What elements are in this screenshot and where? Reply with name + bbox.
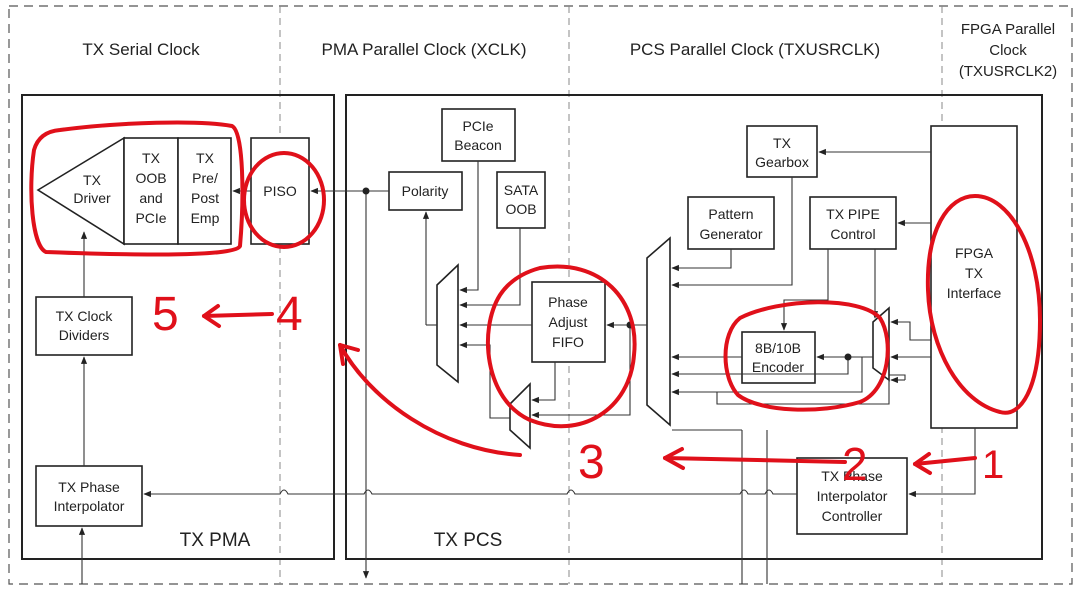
tx-oob-pcie-block	[123, 137, 179, 245]
fpga-tx-interface-block	[930, 125, 1018, 429]
pcie-beacon-block	[441, 108, 516, 162]
annotation-arrowhead	[338, 343, 360, 366]
header-fpga-parallel-clock-3: (TXUSRCLK2)	[959, 63, 1057, 80]
fpga-tx-interface-label: FPGA	[955, 245, 994, 261]
tx-clock-dividers-block	[35, 296, 133, 356]
fpga-tx-interface-label: TX	[965, 265, 984, 281]
annotation-loop-encoder	[723, 300, 890, 412]
block-labels: TX Driver TX OOB and PCIe TX Pre/ Post E…	[54, 118, 1002, 524]
tx-clock-dividers-label: TX Clock	[56, 308, 114, 324]
tx-phase-interpolator-label: Interpolator	[54, 498, 125, 514]
annotation-arrowhead	[913, 452, 932, 475]
tx-gearbox-label: Gearbox	[755, 154, 809, 170]
tx-oob-pcie-label: and	[139, 190, 162, 206]
tx-pre-post-emp-label: Post	[191, 190, 219, 206]
junction-dot	[844, 353, 852, 361]
tx-phase-interpolator-block	[35, 465, 143, 527]
tx-pma-label: TX PMA	[180, 530, 251, 551]
annotation-arrowhead	[202, 304, 221, 328]
junction-dot	[362, 187, 370, 195]
tx-phase-interpolator-controller-label: Controller	[822, 508, 883, 524]
phase-adjust-fifo-label: Adjust	[549, 314, 588, 330]
polarity-label: Polarity	[402, 183, 449, 199]
encoder-8b10b-label: 8B/10B	[755, 340, 801, 356]
annotation-arrow-3-to-4	[338, 343, 522, 457]
header-pcs-parallel-clock: PCS Parallel Clock (TXUSRCLK)	[630, 40, 880, 59]
mux-pcs-main	[646, 236, 671, 427]
annotation-arrow-1-to-2	[913, 456, 977, 466]
tx-pre-post-emp-label: Pre/	[192, 170, 218, 186]
phase-adjust-fifo-label: Phase	[548, 294, 588, 310]
tx-pma-region	[21, 94, 335, 560]
tx-driver-label: TX	[83, 172, 102, 188]
header-fpga-parallel-clock-1: FPGA Parallel	[961, 21, 1055, 38]
tx-gearbox-block	[746, 125, 818, 178]
annotation-loop-tx-driver-group	[29, 120, 245, 257]
fpga-tx-interface-label: Interface	[947, 285, 1002, 301]
annotation-step-3: 3	[578, 436, 605, 489]
tx-pipe-control-label: Control	[830, 226, 875, 242]
annotation-loop-fpga-interface	[925, 194, 1042, 415]
header-tx-serial-clock: TX Serial Clock	[82, 40, 200, 59]
tx-pre-post-emp-label: TX	[196, 150, 215, 166]
pcie-beacon-label: Beacon	[454, 137, 501, 153]
outer-frame	[8, 5, 1073, 585]
tx-phase-interpolator-controller-block	[796, 457, 908, 535]
tx-pcs-region	[345, 94, 1043, 560]
pcie-beacon-label: PCIe	[462, 118, 493, 134]
phase-adjust-fifo-block	[531, 281, 606, 363]
annotation-step-2: 2	[842, 438, 868, 490]
annotation-loop-piso	[242, 151, 326, 249]
tx-oob-pcie-label: OOB	[135, 170, 166, 186]
tx-oob-pcie-label: TX	[142, 150, 161, 166]
tx-pcs-label: TX PCS	[434, 530, 503, 551]
sata-oob-label: OOB	[505, 201, 536, 217]
piso-label: PISO	[263, 183, 297, 199]
sata-oob-label: SATA	[504, 182, 539, 198]
tx-pre-post-emp-label: Emp	[191, 210, 220, 226]
tx-phase-interpolator-controller-label: Interpolator	[817, 488, 888, 504]
pattern-generator-label: Generator	[699, 226, 762, 242]
annotation-step-5: 5	[152, 288, 179, 341]
tx-phase-interpolator-label: TX Phase	[58, 479, 120, 495]
tx-phase-interpolator-controller-label: TX Phase	[821, 468, 883, 484]
annotation-step-4: 4	[276, 288, 303, 341]
header-pma-parallel-clock: PMA Parallel Clock (XCLK)	[321, 40, 526, 59]
mux-polarity	[436, 263, 459, 384]
header-fpga-parallel-clock-2: Clock	[989, 42, 1027, 59]
tx-gearbox-label: TX	[773, 135, 792, 151]
tx-pipe-control-label: TX PIPE	[826, 206, 880, 222]
sata-oob-block	[496, 171, 546, 229]
tx-driver-label: Driver	[73, 190, 111, 206]
annotation-arrowhead	[663, 447, 685, 470]
encoder-8b10b-label: Encoder	[752, 359, 804, 375]
tx-oob-pcie-label: PCIe	[135, 210, 166, 226]
annotation-step-1: 1	[982, 443, 1004, 487]
pattern-generator-block	[687, 196, 775, 250]
annotation-arrow-4-to-5	[202, 312, 274, 318]
annotation-arrow-2-to-3	[663, 456, 847, 464]
tx-clock-dividers-label: Dividers	[59, 327, 110, 343]
phase-adjust-fifo-label: FIFO	[552, 334, 584, 350]
tx-pre-post-emp-block	[177, 137, 232, 245]
pattern-generator-label: Pattern	[708, 206, 753, 222]
annotation-loop-phase-fifo	[485, 264, 637, 429]
red-annotations: 1 2 3 4 5	[29, 120, 1042, 490]
tx-pipe-control-block	[809, 196, 897, 250]
